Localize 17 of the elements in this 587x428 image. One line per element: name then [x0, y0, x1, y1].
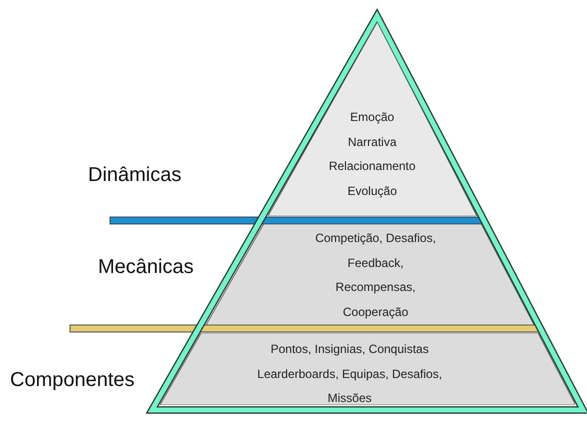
tier-label: Componentes — [10, 369, 135, 392]
tier-item: Emoção — [350, 109, 394, 126]
tier-item: Narrativa — [348, 134, 397, 150]
pyramid-tier — [268, 22, 477, 216]
tier-item: Evolução — [348, 182, 397, 200]
pyramid-tier — [160, 333, 576, 405]
pyramid-tier — [206, 224, 534, 325]
tier-label: Mecânicas — [98, 256, 194, 279]
tier-item: Relacionamento — [328, 158, 416, 175]
tier-item: Cooperação — [342, 304, 408, 320]
tier-item: Missões — [328, 390, 372, 407]
tier-item: Learderboards, Equipas, Desafios, — [257, 366, 442, 382]
tier-item: Recompensas, — [336, 279, 416, 296]
tier-item: Pontos, Insignias, Conquistas — [270, 341, 429, 358]
tier-item: Feedback, — [348, 254, 404, 272]
tier-item: Competição, Desafios, — [315, 230, 436, 247]
tier-label: Dinâmicas — [88, 164, 182, 187]
